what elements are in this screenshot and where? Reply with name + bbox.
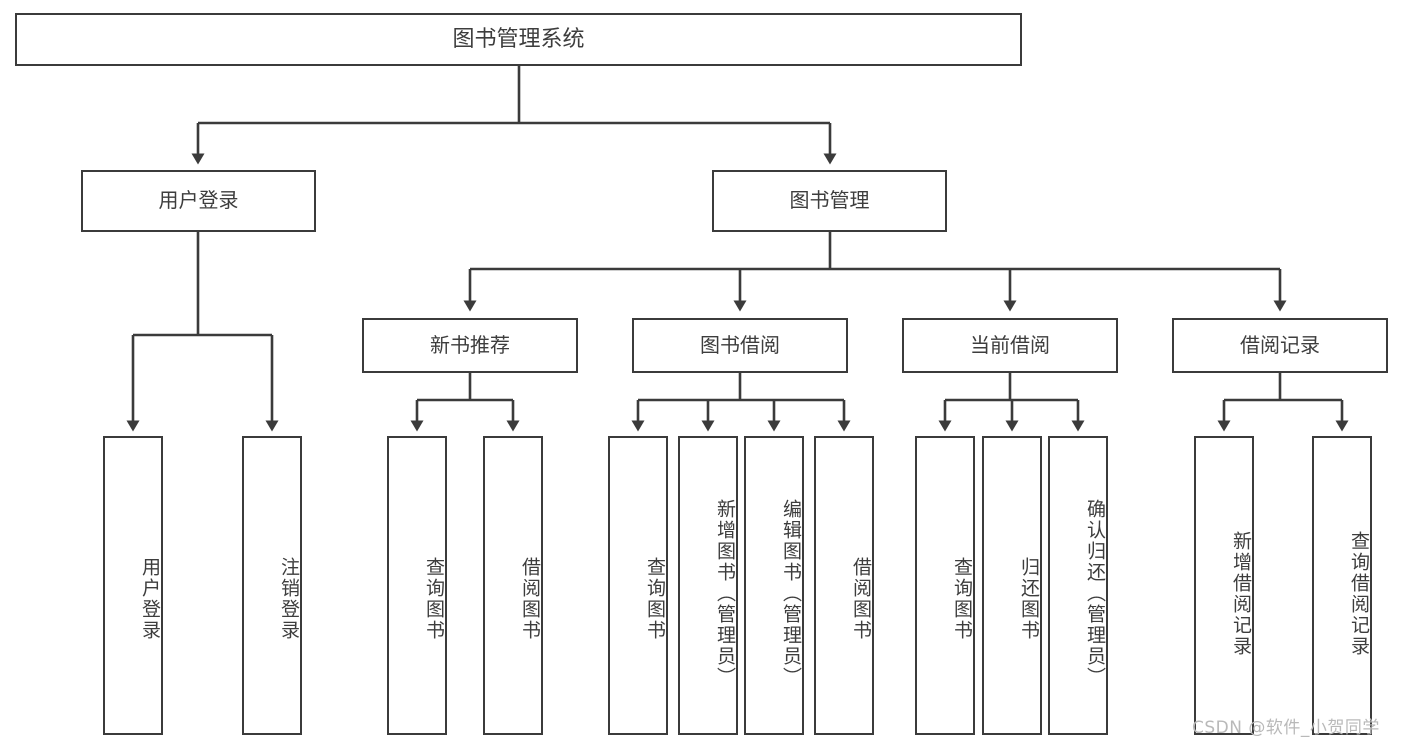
node-borrow-record[interactable]: 借阅记录: [1172, 318, 1388, 373]
node-leaf-logout-login[interactable]: 注销登录: [242, 436, 302, 735]
node-leaf-edit-book[interactable]: 编辑图书（管理员）: [744, 436, 804, 735]
node-leaf-borrow-book-1-label: 借阅图书: [519, 556, 541, 641]
node-leaf-user-login-label: 用户登录: [139, 556, 161, 641]
node-new-book-recommend-label: 新书推荐: [430, 332, 510, 357]
node-leaf-query-record[interactable]: 查询借阅记录: [1312, 436, 1372, 735]
node-leaf-query-book-3[interactable]: 查询图书: [915, 436, 975, 735]
node-leaf-query-record-label: 查询借阅记录: [1348, 530, 1370, 657]
node-leaf-confirm-return[interactable]: 确认归还（管理员）: [1048, 436, 1108, 735]
node-leaf-borrow-book-2[interactable]: 借阅图书: [814, 436, 874, 735]
node-leaf-user-login[interactable]: 用户登录: [103, 436, 163, 735]
node-leaf-add-book-label: 新增图书（管理员）: [714, 499, 736, 688]
node-book-borrow[interactable]: 图书借阅: [632, 318, 848, 373]
node-book-management[interactable]: 图书管理: [712, 170, 947, 232]
node-leaf-edit-book-label: 编辑图书（管理员）: [780, 499, 802, 688]
node-leaf-confirm-return-label: 确认归还（管理员）: [1084, 499, 1106, 688]
node-leaf-return-book-label: 归还图书: [1018, 556, 1040, 641]
node-borrow-record-label: 借阅记录: [1240, 332, 1320, 357]
node-current-borrow-label: 当前借阅: [970, 332, 1050, 357]
node-leaf-return-book[interactable]: 归还图书: [982, 436, 1042, 735]
node-leaf-query-book-2[interactable]: 查询图书: [608, 436, 668, 735]
node-book-borrow-label: 图书借阅: [700, 332, 780, 357]
node-root[interactable]: 图书管理系统: [15, 13, 1022, 66]
node-leaf-borrow-book-1[interactable]: 借阅图书: [483, 436, 543, 735]
node-leaf-logout-login-label: 注销登录: [278, 556, 300, 641]
node-leaf-query-book-3-label: 查询图书: [951, 556, 973, 641]
node-user-login[interactable]: 用户登录: [81, 170, 316, 232]
node-user-login-label: 用户登录: [158, 188, 239, 213]
node-leaf-borrow-book-2-label: 借阅图书: [850, 556, 872, 641]
node-leaf-add-record[interactable]: 新增借阅记录: [1194, 436, 1254, 735]
watermark-text: CSDN @软件_小贺同学: [1192, 718, 1380, 738]
node-leaf-query-book-2-label: 查询图书: [644, 556, 666, 641]
node-current-borrow[interactable]: 当前借阅: [902, 318, 1118, 373]
node-leaf-add-record-label: 新增借阅记录: [1230, 530, 1252, 657]
node-root-label: 图书管理系统: [452, 26, 585, 52]
node-book-management-label: 图书管理: [789, 188, 870, 213]
node-new-book-recommend[interactable]: 新书推荐: [362, 318, 578, 373]
node-leaf-query-book-1[interactable]: 查询图书: [387, 436, 447, 735]
node-leaf-query-book-1-label: 查询图书: [423, 556, 445, 641]
node-leaf-add-book[interactable]: 新增图书（管理员）: [678, 436, 738, 735]
